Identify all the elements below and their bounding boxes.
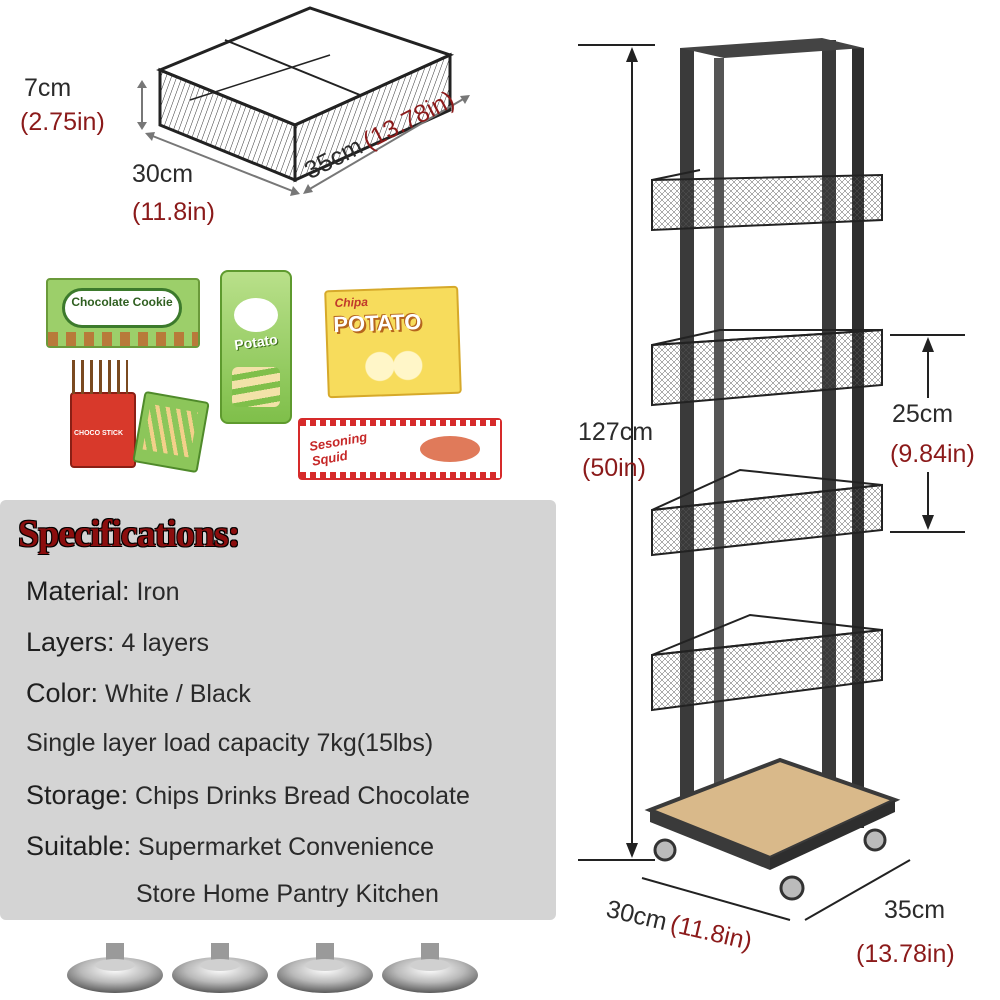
tray-depth-arrow	[303, 95, 470, 194]
cookie-label: Chocolate Cookie	[62, 288, 182, 328]
base-depth-cm: 35cm	[884, 896, 946, 924]
spec-row-color: Color: White / Black	[26, 678, 251, 709]
specifications-panel	[0, 500, 556, 920]
tray-height-cm: 7cm	[24, 74, 72, 102]
mesh-tray-illustration	[156, 6, 455, 183]
foot-4	[382, 943, 478, 993]
potato-can: Potato	[220, 270, 292, 424]
green-stick-pack	[132, 390, 210, 474]
rack-tower-illustration	[578, 38, 965, 921]
potato-chips-bag: Chipa POTATO	[324, 285, 462, 399]
tray-width-arrow	[145, 132, 300, 196]
spec-key: Material:	[26, 576, 130, 606]
tray-width-in: (11.8in)	[132, 198, 215, 226]
basket-3	[651, 468, 883, 557]
spec-key: Suitable:	[26, 831, 132, 861]
can-label: Potato	[233, 331, 279, 353]
spec-row-material: Material: Iron	[26, 576, 180, 607]
choco-stick-box: CHOCO STICK	[70, 392, 136, 468]
squid-label: Sesoning Squid	[308, 429, 369, 469]
shelf-gap-cm: 25cm	[892, 400, 954, 428]
basket-2	[651, 328, 883, 407]
tray-height-in: (2.75in)	[20, 108, 105, 136]
leveling-feet	[67, 943, 478, 993]
spec-row-load-capacity: Single layer load capacity 7kg(15lbs)	[26, 729, 433, 758]
spec-value: Supermarket Convenience	[138, 833, 435, 861]
spec-row-suitable-cont: Store Home Pantry Kitchen	[136, 880, 439, 909]
stick-label: CHOCO STICK	[74, 430, 123, 437]
spec-row-suitable: Suitable: Supermarket Convenience	[26, 831, 434, 862]
spec-key: Storage:	[26, 780, 129, 810]
bag-brand: Chipa	[334, 294, 369, 311]
spec-value: 4 layers	[121, 629, 210, 657]
specifications-title: Specifications:	[18, 513, 240, 555]
spec-value: Iron	[136, 578, 180, 606]
foot-1	[67, 943, 163, 993]
foot-2	[172, 943, 268, 993]
rack-height-cm: 127cm	[578, 418, 654, 446]
spec-value: Single layer load capacity 7kg(15lbs)	[26, 729, 434, 757]
shelf-gap-in: (9.84in)	[890, 440, 975, 468]
rack-height-in: (50in)	[582, 454, 646, 482]
spec-row-storage: Storage: Chips Drinks Bread Chocolate	[26, 780, 470, 811]
spec-value: Store Home Pantry Kitchen	[136, 880, 439, 908]
squid-snack-pack: Sesoning Squid	[298, 418, 502, 480]
cookie-box: Chocolate Cookie	[46, 278, 200, 348]
spec-key: Layers:	[26, 627, 115, 657]
bag-label: POTATO	[332, 309, 422, 338]
tray-width-cm: 30cm	[132, 160, 194, 188]
basket-4	[651, 613, 883, 712]
tray-height-arrow	[137, 80, 147, 130]
spec-key: Color:	[26, 678, 99, 708]
spec-row-layers: Layers: 4 layers	[26, 627, 209, 658]
base-depth-in: (13.78in)	[856, 940, 955, 968]
spec-value: Chips Drinks Bread Chocolate	[135, 782, 470, 810]
basket-1	[651, 169, 883, 232]
foot-3	[277, 943, 373, 993]
spec-value: White / Black	[104, 680, 251, 708]
